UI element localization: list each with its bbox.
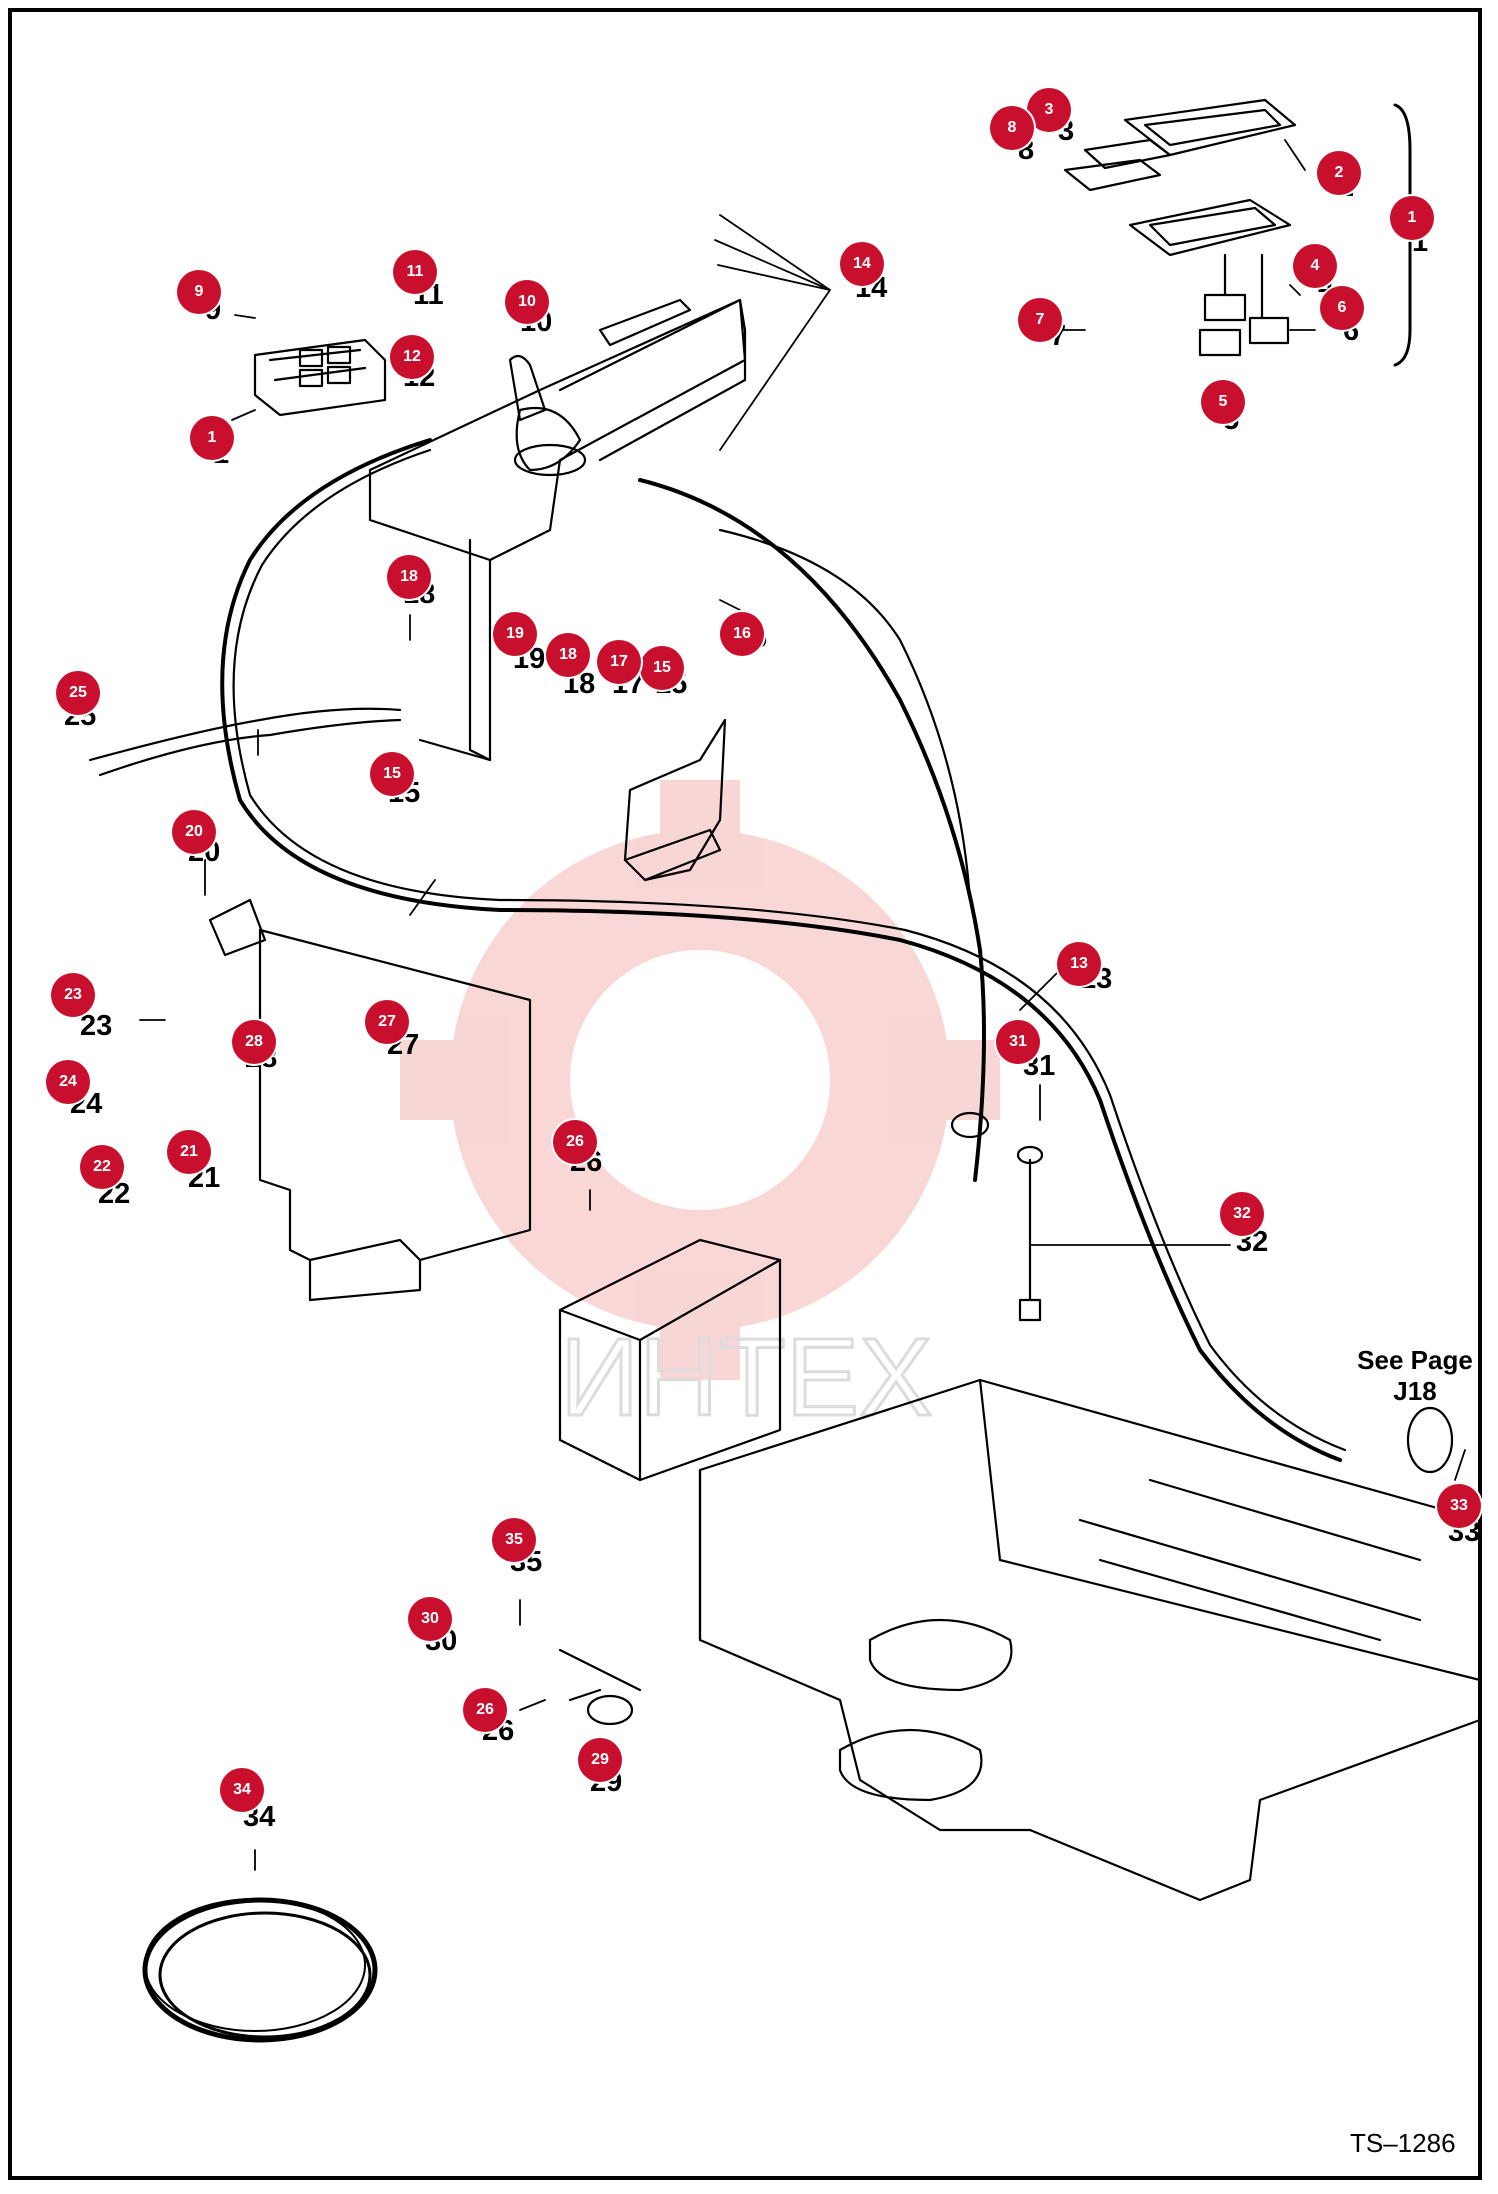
callout-badge-21: 21 [167,1130,211,1174]
fuel-sender [950,1111,1044,1322]
callout-badge-2: 2 [1317,151,1361,195]
callout-badge-31: 31 [996,1020,1040,1064]
callout-badge-8: 8 [990,106,1034,150]
console-tower [368,298,747,762]
side-panel-left [208,898,532,1302]
callout-badge-20: 20 [172,810,216,854]
callout-badge-26-lower: 26 [463,1688,507,1732]
callout-badge-13: 13 [1057,942,1101,986]
callout-badge-23: 23 [51,973,95,1017]
callout-badge-22: 22 [80,1145,124,1189]
callout-badge-3: 3 [1027,88,1071,132]
callout-badge-34: 34 [220,1768,264,1812]
joystick [508,354,587,477]
callout-badge-5: 5 [1201,380,1245,424]
callout-badge-12: 12 [390,335,434,379]
callout-badge-18-upper: 18 [387,555,431,599]
watermark-logo-inner [570,950,830,1210]
document-id: TS–1286 [1350,2128,1456,2158]
callout-badge-15-upper: 15 [640,646,684,690]
callout-badge-7: 7 [1018,298,1062,342]
wire-harness [88,438,1347,1462]
callout-badge-4: 4 [1293,244,1337,288]
drawing-frame [8,8,1482,2180]
horn [558,1648,642,1726]
callout-badge-30: 30 [408,1597,452,1641]
machine-frame [698,1378,1482,1902]
see-page-note: See Page J18 [1357,1345,1473,1407]
callout-badge-1-left: 1 [190,416,234,460]
callout-badge-19: 19 [493,612,537,656]
callout-badge-25: 25 [56,671,100,715]
callout-badge-18-lower: 18 [546,633,590,677]
callout-badge-27: 27 [365,1000,409,1044]
callout-badge-15-lower: 15 [370,752,414,796]
callout-badge-6: 6 [1320,286,1364,330]
part-label-23: 23 [80,1010,113,1042]
callout-badge-29: 29 [578,1738,622,1782]
callout-badge-35: 35 [492,1518,536,1562]
gasket [1406,1406,1454,1474]
callout-badge-17: 17 [597,640,641,684]
leader-lines [139,139,1466,1871]
coiled-tube [142,1897,378,2043]
callout-badge-28: 28 [232,1020,276,1064]
switch-panel-left [253,338,387,417]
callout-badge-10: 10 [505,280,549,324]
callout-badge-24: 24 [46,1060,90,1104]
mounting-bracket [623,718,727,882]
box-cover [558,1238,782,1482]
watermark-text: ИНТЕХ [560,1316,932,1439]
callout-badge-1-right: 1 [1390,196,1434,240]
callout-badge-16: 16 [720,612,764,656]
callout-badge-26-upper: 26 [553,1120,597,1164]
callout-badge-9: 9 [177,270,221,314]
callout-badge-14: 14 [840,242,884,286]
callout-badge-32: 32 [1220,1192,1264,1236]
callout-badge-11: 11 [393,250,437,294]
callout-badge-33: 33 [1437,1484,1481,1528]
